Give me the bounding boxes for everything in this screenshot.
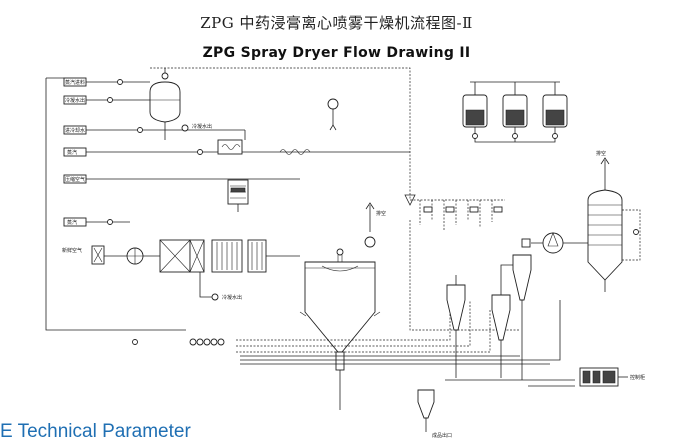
section-heading-technical-parameter: E Technical Parameter xyxy=(0,421,191,442)
cyclone-3 xyxy=(512,254,532,380)
diagram-title-english: ZPG Spray Dryer Flow Drawing II xyxy=(202,45,471,61)
diagram-title-chinese: ZPG 中药浸膏离心喷雾干燥机流程图-Ⅱ xyxy=(200,14,473,32)
fan-icon xyxy=(364,236,376,248)
inlet-label-cooling-water: 进冷却水 xyxy=(65,127,85,134)
gauge-icon xyxy=(327,98,339,110)
cyclone-bottom: 成品出口 xyxy=(417,389,452,439)
inlet-label-steam-low: 蒸汽 xyxy=(67,219,77,226)
valve-icon xyxy=(633,229,639,235)
inlet-label-compressed-air: 压缩空气 xyxy=(65,176,85,183)
inlet-label-steam-feed: 蒸汽进料 xyxy=(65,79,85,86)
valve-icon xyxy=(552,133,558,139)
control-cabinet: 控制柜 xyxy=(579,367,645,387)
label-product-out: 成品出口 xyxy=(432,432,452,439)
left-inlet-group: 蒸汽进料 冷凝水出 进冷却水 蒸汽 压缩空气 蒸汽 新鲜空气 xyxy=(45,77,410,331)
valve-icon xyxy=(512,133,518,139)
label-exhaust-top: 排空 xyxy=(596,150,606,157)
control-manifold xyxy=(150,67,520,353)
inline-valves xyxy=(107,79,203,345)
feed-tanks xyxy=(462,81,568,143)
label-control-cabinet: 控制柜 xyxy=(630,374,645,381)
label-cond-out: 冷凝水出 xyxy=(192,123,212,130)
inlet-label-fresh-air: 新鲜空气 xyxy=(62,247,82,254)
inlet-label-steam: 蒸汽 xyxy=(67,149,77,156)
exhaust-fan xyxy=(521,232,588,254)
spray-dryer-chamber xyxy=(299,248,381,410)
valve-icon xyxy=(211,293,219,301)
cyclone-1 xyxy=(446,275,466,378)
heat-exchanger xyxy=(217,130,311,155)
valve-icon xyxy=(181,124,189,132)
pressure-gauge xyxy=(327,98,339,131)
exhaust-vent-mid: 排空 xyxy=(364,202,386,248)
fan-icon xyxy=(542,232,564,254)
pipe-bundle xyxy=(160,300,575,387)
cyclone-2 xyxy=(491,264,520,378)
label-cond-out-2: 冷凝水出 xyxy=(222,294,242,301)
filter-small xyxy=(227,179,249,212)
wet-scrubber: 排空 xyxy=(587,150,641,292)
valve-icon xyxy=(472,133,478,139)
label-exhaust-mid: 排空 xyxy=(376,210,386,217)
atomizer-icon xyxy=(336,248,344,256)
extract-tank: 冷凝水出 xyxy=(149,68,212,140)
air-intake-train: 冷凝水出 xyxy=(91,239,300,301)
valve-icon xyxy=(521,238,531,248)
inlet-label-condensate: 冷凝水出 xyxy=(65,97,85,104)
